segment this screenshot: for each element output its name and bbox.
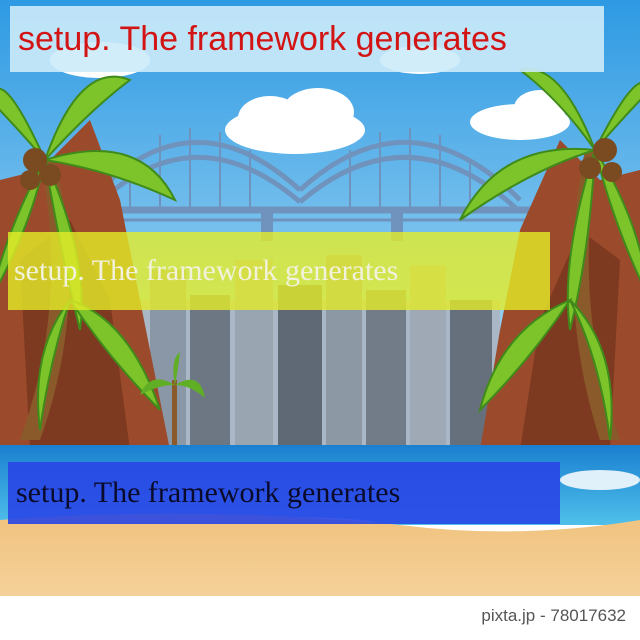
caption-banner-middle: setup. The framework generates <box>8 232 550 310</box>
stock-watermark: pixta.jp - 78017632 <box>481 606 626 625</box>
watermark-strip <box>0 596 640 640</box>
palm-leaves-right <box>459 68 640 441</box>
small-palm <box>140 352 205 450</box>
caption-banner-bottom: setup. The framework generates <box>8 462 560 524</box>
caption-banner-top: setup. The framework generates <box>10 6 604 72</box>
